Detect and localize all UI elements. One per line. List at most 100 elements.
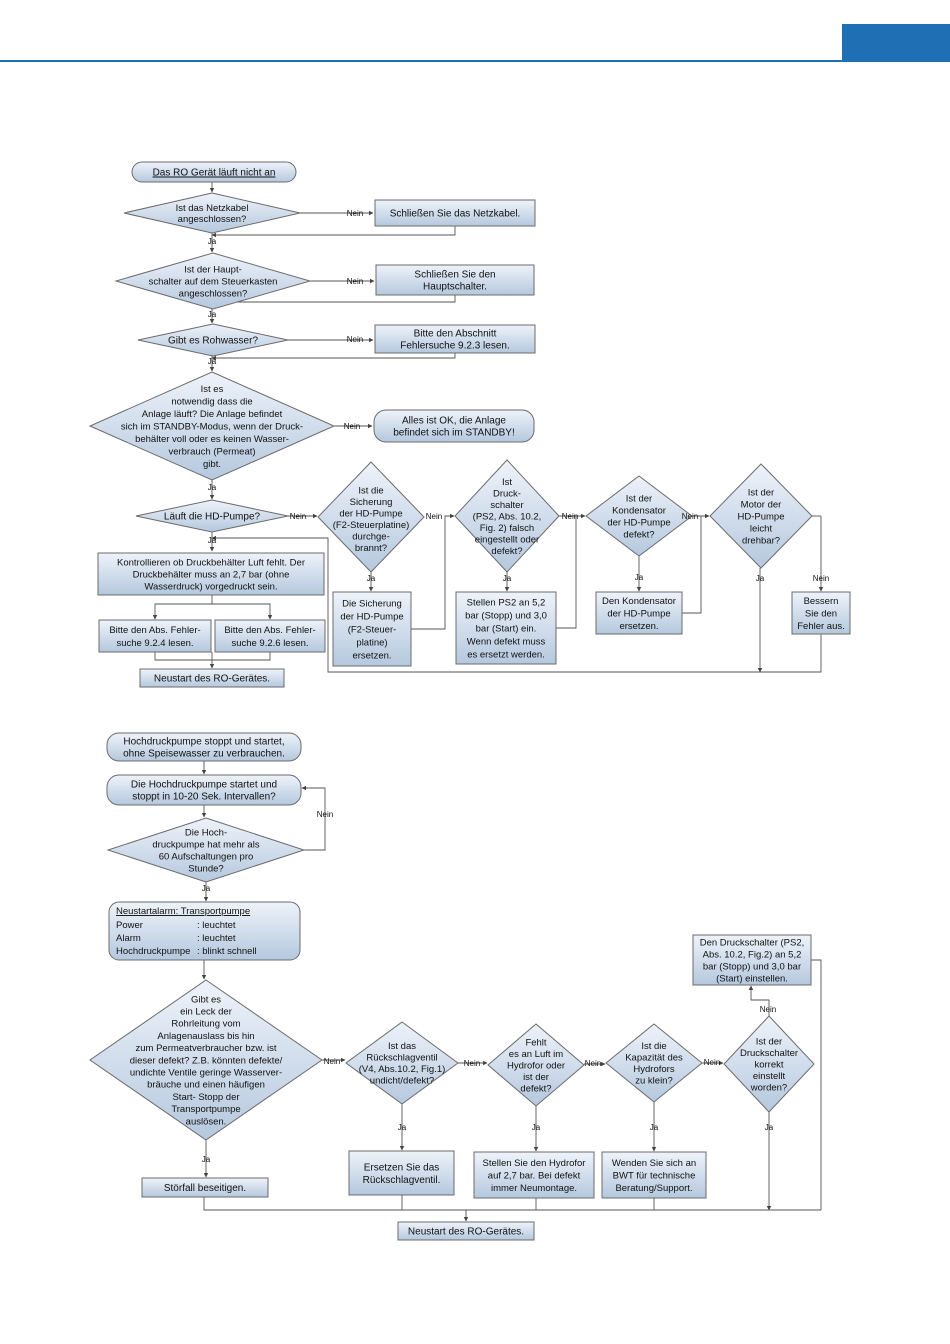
connector-line (748, 985, 770, 1016)
no-label: Nein (562, 512, 578, 521)
action-standby-ok-text: Alles ist OK, die Anlage (402, 416, 506, 427)
connectors (152, 182, 824, 1222)
decision-fuse-text: durchge- (352, 532, 390, 543)
start-terminal-2-shape (106, 732, 302, 762)
connector-line (411, 513, 455, 630)
action-fuse-text: platine) (356, 637, 387, 648)
decision-check-valve-text: Rückschlagventil (366, 1053, 437, 1064)
action-main-switch-shape (375, 264, 535, 296)
decision-capacity-text: Ist die (641, 1041, 666, 1052)
yes-label: Ja (650, 1123, 659, 1132)
action-motor-text: Bessern (804, 596, 839, 607)
start-terminal-text: Das RO Gerät läuft nicht an (153, 168, 276, 179)
header-tab (842, 24, 950, 60)
alarm-row-state: : blinkt schnell (197, 946, 257, 957)
action-capacity-shape (601, 1151, 707, 1199)
connector-line (211, 226, 456, 238)
connector-line (211, 353, 456, 361)
decision-system-needed-text: behälter voll oder es keinen Wasser- (135, 434, 289, 445)
decision-leak-text: Start- Stopp der (172, 1092, 239, 1103)
connector-line (301, 785, 326, 851)
decision-power-cable-text: Ist das Netzkabel (176, 203, 249, 214)
action-leak-shape (141, 1177, 269, 1198)
action-pressure-switch-shape (455, 591, 557, 665)
decision-switch-set-shape (723, 1015, 815, 1113)
decision-capacity-text: zu klein? (635, 1076, 673, 1087)
action-check-tank-text: Kontrollieren ob Druckbehälter Luft fehl… (117, 557, 305, 568)
no-label: Nein (347, 277, 363, 286)
action-power-cable-text: Schließen Sie das Netzkabel. (390, 209, 521, 220)
decision-hydrofor-air-text: Fehlt (525, 1037, 546, 1048)
decision-motor-shape (709, 463, 813, 569)
no-label: Nein (464, 1059, 480, 1068)
restart-terminal-2: Neustart des RO-Gerätes. (397, 1221, 535, 1241)
alarm-title: Neustartalarm: Transportpumpe (116, 906, 250, 917)
decision-capacitor-text: Ist der (626, 493, 652, 504)
action-motor-shape (791, 591, 851, 635)
decision-capacitor-text: defekt? (623, 529, 654, 540)
action-read-924-shape (98, 619, 212, 653)
restart-terminal-1-text: Neustart des RO-Gerätes. (154, 674, 270, 685)
connector-line (211, 535, 822, 673)
decision-fuse-text: (F2-Steuerplatine) (333, 520, 410, 531)
action-switch-set: Den Druckschalter (PS2,Abs. 10.2, Fig.2)… (692, 934, 812, 986)
decision-pressure-switch-text: schalter (490, 500, 523, 511)
decision-system-needed-text: verbrauch (Permeat) (168, 446, 255, 457)
shapes: Das RO Gerät läuft nicht an Ist das Netzk… (88, 161, 851, 1241)
decision-switchons-text: 60 Aufschaltungen pro (159, 851, 254, 862)
action-check-tank: Kontrollieren ob Druckbehälter Luft fehl… (97, 552, 325, 596)
decision-hydrofor-air-text: defekt? (520, 1083, 551, 1094)
decision-leak-text: Transportpumpe (171, 1104, 240, 1115)
action-power-cable-shape (374, 199, 536, 227)
decision-main-switch-text: angeschlossen? (179, 288, 248, 299)
decision-motor-text: Motor der (741, 499, 782, 510)
decision-leak-text: undichte Ventile geringe Wasserver- (130, 1068, 282, 1079)
action-hydrofor-air-shape (473, 1151, 595, 1199)
alarm-box-shape (108, 901, 301, 961)
alarm-row-state: : leuchtet (197, 933, 236, 944)
yes-label: Ja (635, 573, 644, 582)
decision-motor-text: leicht (750, 523, 773, 534)
no-label: Nein (813, 574, 829, 583)
decision-power-cable-shape (123, 192, 301, 234)
decision-pressure-switch-text: Ist (502, 477, 512, 488)
connector-line (212, 603, 273, 620)
no-label: Nein (290, 512, 306, 521)
action-read-926-shape (214, 619, 326, 653)
connector-line (556, 516, 577, 629)
decision-pressure-switch-text: defekt? (491, 546, 522, 557)
decision-leak-text: Rohrleitung vom (171, 1019, 240, 1030)
decision-leak-text: Anlagenauslass bis hin (157, 1031, 254, 1042)
decision-pressure-switch-shape (454, 459, 560, 573)
action-switch-set-text: bar (Stopp) und 3,0 bar (703, 961, 801, 972)
action-pressure-switch-text: bar (Start) ein. (476, 623, 537, 634)
no-label: Nein (682, 512, 698, 521)
decision-main-switch: Ist der Haupt-schalter auf dem Steuerkas… (114, 252, 312, 310)
action-leak-text: Störfall beseitigen. (164, 1183, 246, 1194)
start-terminal-2-text: ohne Speisewasser zu verbrauchen. (123, 749, 285, 760)
decision-capacitor-text: Kondensator (612, 505, 666, 516)
restart-terminal-1: Neustart des RO-Gerätes. (139, 668, 285, 688)
action-capacity-text: Beratung/Support. (615, 1183, 692, 1194)
action-check-tank-shape (97, 552, 325, 596)
decision-fuse-text: Ist die (358, 486, 383, 497)
action-power-cable: Schließen Sie das Netzkabel. (374, 199, 536, 227)
decision-motor-text: HD-Pumpe (738, 511, 785, 522)
decision-raw-water: Gibt es Rohwasser? (137, 323, 289, 357)
action-pressure-switch-text: Wenn defekt muss (467, 636, 546, 647)
decision-pump-runs-text: Läuft die HD-Pumpe? (164, 512, 261, 523)
action-check-tank-text: Wasserdruck) vorgedruckt sein. (144, 581, 277, 592)
decision-switch-set-text: worden? (750, 1082, 787, 1093)
decision-check-valve-shape (345, 1021, 459, 1105)
start-terminal-2: Hochdruckpumpe stoppt und startet,ohne S… (106, 732, 302, 762)
decision-leak-text: dieser defekt? Z.B. könnten defekte/ (130, 1055, 283, 1066)
action-check-valve-text: Rückschlagventil. (363, 1175, 441, 1186)
alarm-row-name: Power (116, 920, 143, 931)
decision-fuse-text: Sicherung (350, 497, 393, 508)
action-fuse-text: Die Sicherung (342, 598, 402, 609)
